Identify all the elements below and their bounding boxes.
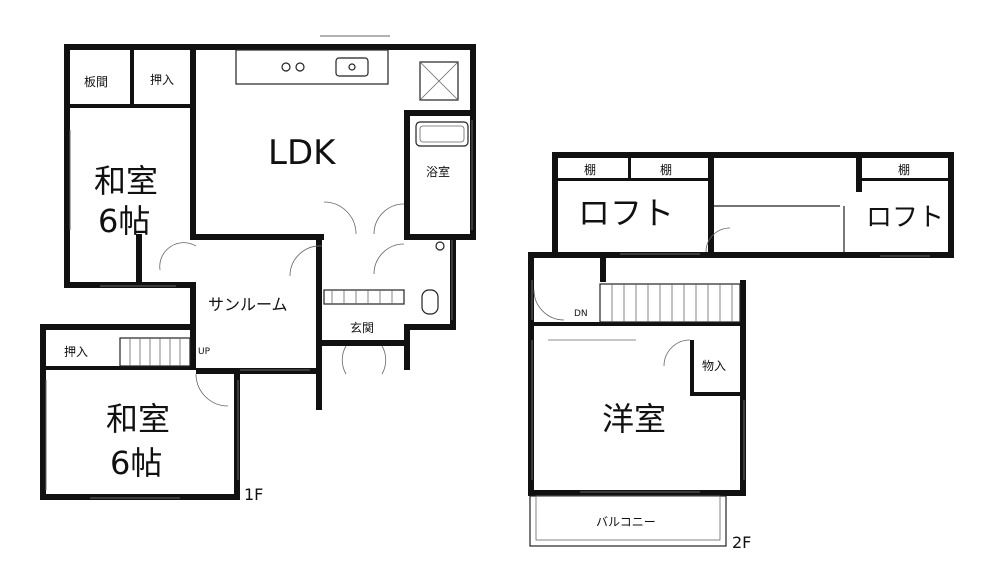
windows-2f (531, 253, 930, 493)
bathtub (415, 121, 469, 147)
floor-1f: LDK 和室 6帖 板間 押入 浴室 サンルーム 玄関 押入 UP 和室 6帖 … (40, 35, 476, 504)
room-label-loft-left: ロフト (578, 194, 674, 232)
room-label-ldk: LDK (268, 133, 337, 173)
windows-1f (45, 35, 473, 499)
doors-2f (533, 227, 731, 367)
kitchen-counter (235, 49, 389, 85)
doors-1f (159, 201, 405, 407)
room-label-yokushitsu: 浴室 (426, 164, 450, 179)
stairs-1f (119, 337, 191, 367)
floor-2f: 棚 棚 棚 ロフト ロフト DN 物入 洋室 バルコニー 2F (528, 152, 954, 552)
stairs-2f (599, 283, 741, 323)
room-label-oshiire-top: 押入 (150, 73, 174, 87)
walls-2f (528, 152, 954, 496)
room-label-itama: 板間 (84, 75, 108, 89)
floor-label-1f: 1F (244, 485, 263, 504)
room-label-genkan: 玄関 (350, 320, 374, 335)
stairs-dn-label: DN (574, 309, 588, 319)
refrigerator (419, 61, 459, 101)
room-label-washitsu-top-2: 6帖 (98, 202, 150, 240)
room-label-mono-ire: 物入 (702, 359, 726, 373)
tana-label-2: 棚 (660, 162, 672, 177)
room-label-washitsu-top-1: 和室 (94, 162, 158, 200)
tana-label-3: 棚 (898, 162, 910, 177)
tana-label-1: 棚 (584, 162, 596, 177)
balcony-label: バルコニー (596, 515, 656, 529)
room-label-sunroom: サンルーム (208, 295, 288, 314)
stairs-up-label: UP (198, 347, 211, 357)
toilet (421, 289, 439, 315)
floor-label-2f: 2F (732, 533, 751, 552)
room-label-washitsu-bottom-1: 和室 (106, 400, 170, 438)
walls-1f (40, 44, 476, 500)
room-label-yoshitsu: 洋室 (602, 400, 666, 438)
room-label-washitsu-bottom-2: 6帖 (110, 444, 162, 482)
room-label-loft-right: ロフト (866, 203, 944, 233)
room-label-oshiire-bottom: 押入 (64, 345, 88, 359)
